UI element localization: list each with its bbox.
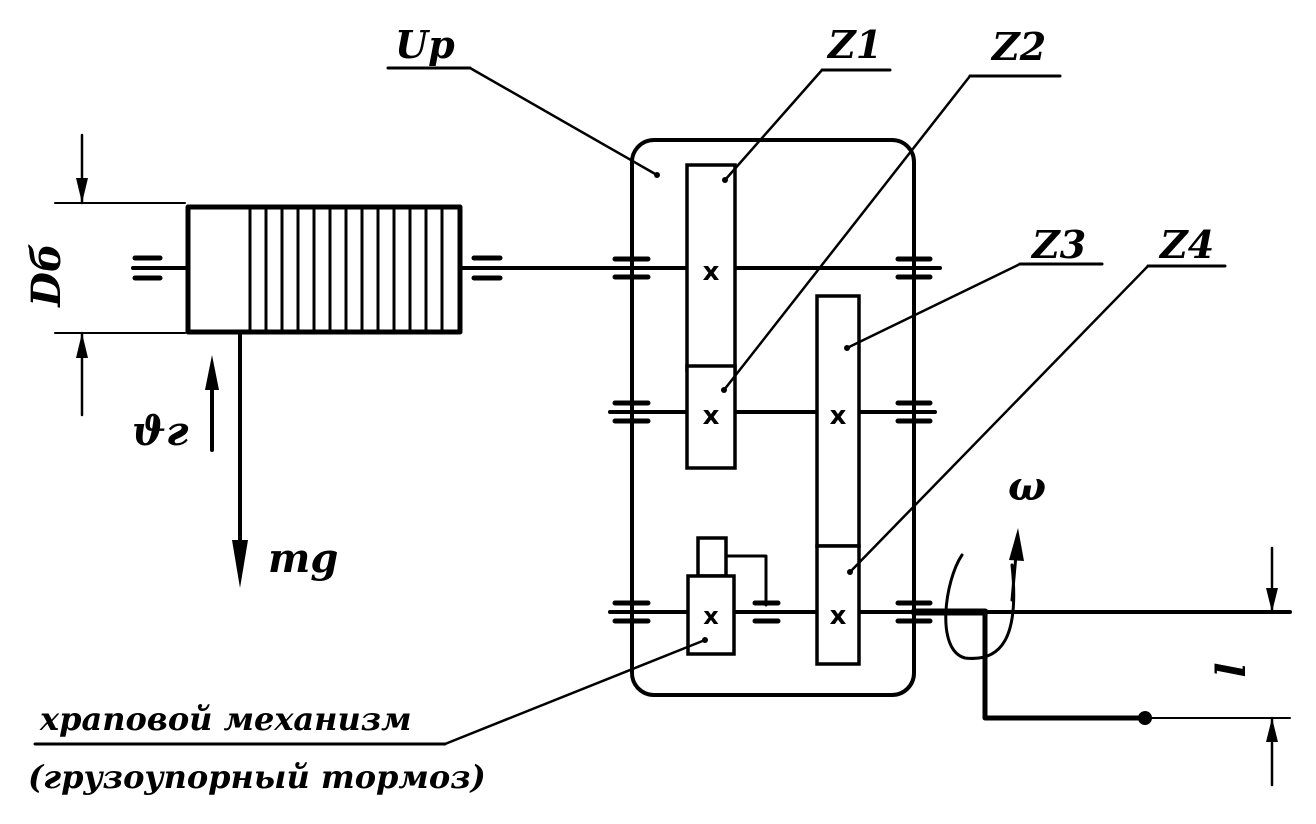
drum-diameter-label: Dб — [23, 243, 70, 308]
gear-z2-mark: x — [703, 401, 720, 431]
drum-right-bearing — [471, 255, 503, 281]
gear-z2: x — [685, 364, 737, 470]
lifting-speed-vector: ϑг — [132, 355, 219, 455]
label-z3: Z3 — [844, 222, 1104, 351]
drum — [185, 204, 463, 335]
rotation-indicator: ω — [944, 463, 1046, 660]
gear-z4-mark: x — [830, 601, 847, 631]
gear-z4: x — [815, 544, 861, 666]
gear-z3: x — [815, 294, 861, 548]
label-z1: Z1 — [722, 22, 892, 183]
label-z3-text: Z3 — [1030, 222, 1086, 267]
crank-handle — [982, 609, 1152, 725]
angular-velocity-label: ω — [1008, 463, 1046, 510]
ratchet-label-line1: храповой механизм — [39, 700, 412, 738]
load-label: mg — [268, 535, 338, 582]
gearbox-bearings — [612, 256, 933, 624]
load-vector: mg — [232, 331, 338, 588]
gear-z1-mark: x — [703, 257, 720, 287]
crank-length-dimension: l — [1149, 546, 1291, 787]
gearbox-housing — [630, 138, 916, 697]
ratchet-mark: x — [703, 602, 719, 630]
ratchet-mechanism: x — [686, 536, 768, 656]
label-z4-text: Z4 — [1158, 222, 1214, 267]
crank-length-label: l — [1208, 662, 1255, 677]
label-z2-text: Z2 — [990, 24, 1046, 69]
drum-rope-grooves — [248, 207, 444, 332]
lifting-speed-label: ϑг — [132, 408, 189, 455]
drum-left-bearing — [132, 255, 163, 281]
label-up: Uр — [386, 22, 660, 178]
gear-z1: x — [685, 163, 737, 372]
label-z2: Z2 — [721, 24, 1062, 393]
label-ratchet: храповой механизм (грузоупорный тормоз) — [28, 637, 708, 796]
gear-z3-mark: x — [830, 401, 847, 431]
ratchet-label-line2: (грузоупорный тормоз) — [28, 758, 486, 796]
drum-diameter-dimension: Dб — [23, 133, 186, 417]
label-z4: Z4 — [847, 222, 1227, 575]
label-up-text: Uр — [395, 22, 455, 67]
label-z1-text: Z1 — [826, 22, 882, 67]
